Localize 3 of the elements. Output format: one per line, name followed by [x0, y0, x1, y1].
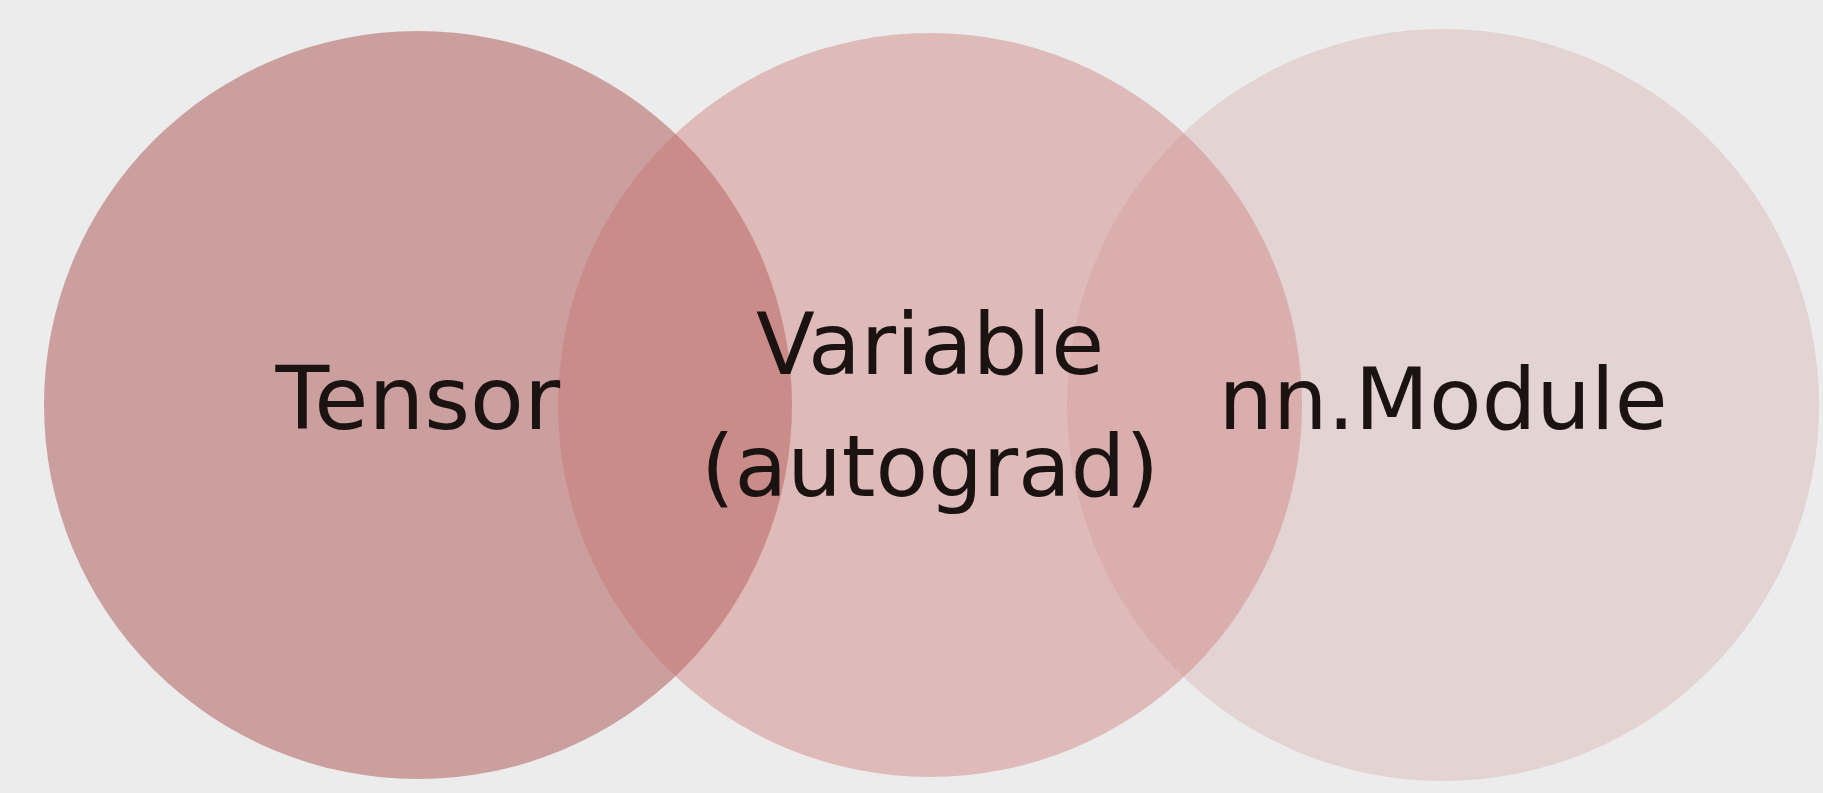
- set-label: nn.Module: [1218, 348, 1668, 451]
- set-label: Tensor: [275, 345, 561, 452]
- set-label: Variable (autograd): [700, 293, 1160, 519]
